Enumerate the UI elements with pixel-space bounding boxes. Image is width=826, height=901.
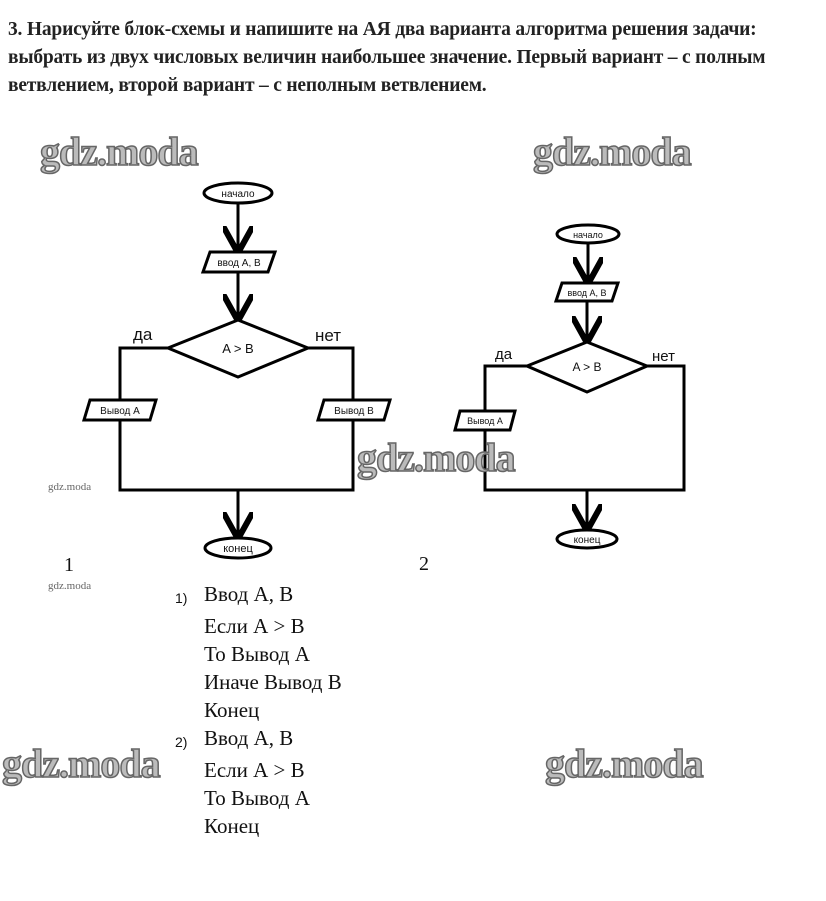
watermark: gdz.moda: [532, 129, 692, 174]
output-b-label: Вывод В: [334, 406, 374, 417]
output-a-node: [453, 409, 517, 432]
algorithm-line: Если А > В: [204, 614, 305, 638]
yes-label: да: [133, 325, 153, 344]
start-label: начало: [221, 189, 255, 200]
output-b-node: [315, 398, 393, 422]
flowchart-2: [453, 223, 686, 550]
algorithm-line: Иначе Вывод В: [204, 670, 342, 694]
end-node: [203, 536, 273, 560]
algorithm-1: 1) Ввод А, В Если А > В То Вывод А Иначе …: [175, 580, 342, 724]
algorithm-line: Ввод А, В: [204, 726, 294, 750]
input-label: ввод А, В: [217, 258, 261, 269]
algorithm-line: Конец: [204, 814, 260, 838]
condition-node: [164, 318, 312, 379]
task-text: 3. Нарисуйте блок-схемы и напишите на АЯ…: [8, 19, 766, 96]
input-node: [553, 281, 621, 303]
condition-node: [523, 340, 651, 394]
algorithm-line: Если А > В: [204, 758, 305, 782]
figure-1-label: 1: [64, 554, 74, 576]
watermark: gdz.moda: [1, 741, 161, 786]
condition-label: A > B: [222, 341, 253, 356]
condition-label: A > B: [572, 360, 601, 374]
watermark-small: gdz.moda: [48, 481, 92, 493]
algorithm-2: 2) Ввод А, В Если А > В То Вывод А Конец: [175, 724, 342, 840]
watermark: gdz.moda: [356, 435, 516, 480]
flowchart-1: [81, 181, 393, 560]
end-node: [555, 528, 619, 550]
algorithm-number: 1): [175, 590, 188, 606]
algorithm-list: 1) Ввод А, В Если А > В То Вывод А Иначе …: [175, 580, 342, 840]
end-label: конец: [574, 535, 601, 546]
watermark: gdz.moda: [39, 129, 199, 174]
figure-2-label: 2: [419, 553, 429, 575]
no-label: нет: [652, 348, 675, 365]
algorithm-line: То Вывод А: [204, 642, 310, 666]
no-label: нет: [315, 326, 341, 345]
input-label: ввод А, В: [567, 288, 606, 298]
watermark: gdz.moda: [544, 741, 704, 786]
start-label: начало: [573, 230, 603, 240]
algorithm-line: Конец: [204, 698, 260, 722]
end-label: конец: [223, 543, 253, 555]
output-a-node: [81, 398, 159, 422]
algorithm-line: То Вывод А: [204, 786, 310, 810]
algorithm-line: Ввод А, В: [204, 582, 294, 606]
input-node: [200, 250, 278, 274]
output-a-label: Вывод А: [100, 406, 140, 417]
watermark-small: gdz.moda: [48, 580, 92, 592]
output-a-label: Вывод А: [467, 416, 503, 426]
yes-label: да: [495, 346, 513, 363]
algorithm-number: 2): [175, 734, 188, 750]
